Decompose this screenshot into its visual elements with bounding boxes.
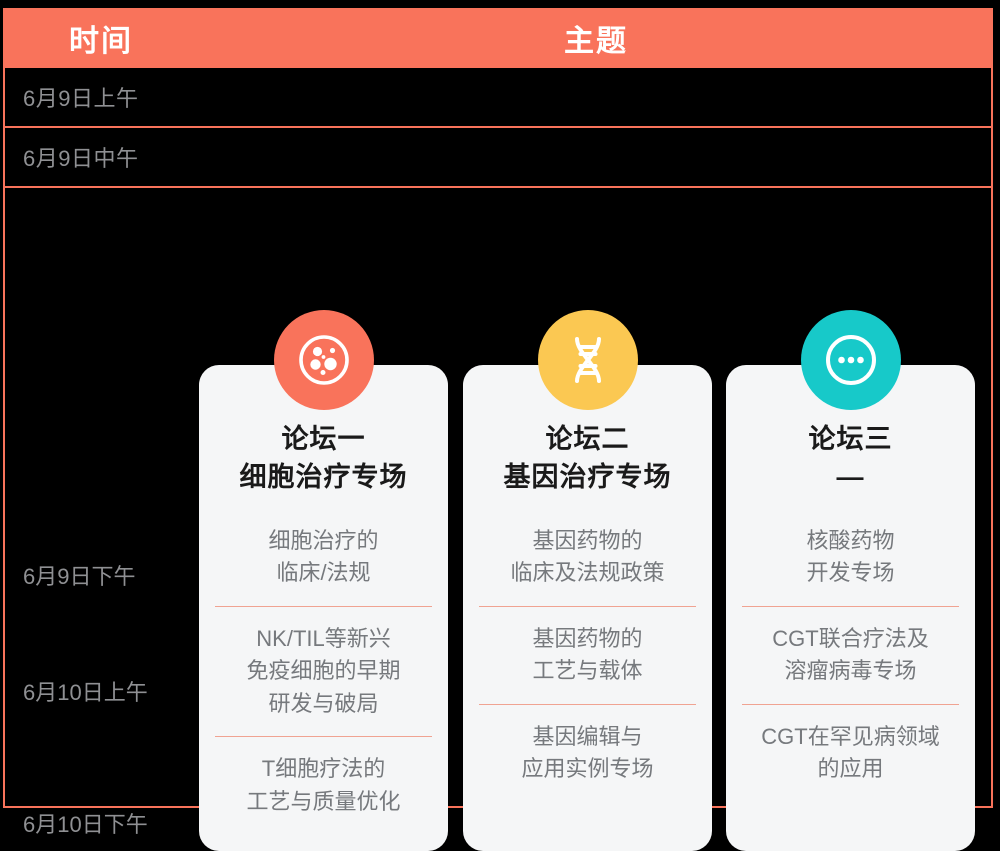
forum-session: NK/TIL等新兴 免疫细胞的早期 研发与破局 (215, 605, 432, 737)
forum-session-list: 细胞治疗的 临床/法规 NK/TIL等新兴 免疫细胞的早期 研发与破局 T细胞疗… (215, 509, 432, 835)
forum-time-labels: 6月9日下午 6月10日上午 6月10日下午 (5, 188, 199, 837)
forum-card-content: 论坛一 细胞治疗专场 细胞治疗的 临床/法规 NK/TIL等新兴 免疫细胞的早期… (199, 365, 448, 851)
forum-title: 论坛二 基因治疗专场 (503, 424, 672, 493)
header-cell-time: 时间 (69, 25, 133, 58)
ellipsis-circle-icon (800, 310, 901, 410)
table-row: 6月9日上午 (5, 68, 991, 128)
forum-title: 论坛三 — (808, 424, 893, 493)
forum-session: 基因药物的 工艺与载体 (479, 605, 696, 704)
table-header: 时间 主题 (3, 8, 993, 68)
table-row: 6月9日中午 (5, 128, 991, 188)
forum-session: T细胞疗法的 工艺与质量优化 (215, 736, 432, 834)
schedule-table: 时间 主题 6月9日上午 6月9日中午 6月9日下午 6月10日上午 6月10日… (3, 8, 993, 851)
forum-card-3[interactable]: 论坛三 — 核酸药物 开发专场 CGT联合疗法及 溶瘤病毒专场 CGT在罕见病领… (726, 310, 975, 851)
schedule-page: 时间 主题 6月9日上午 6月9日中午 6月9日下午 6月10日上午 6月10日… (3, 8, 993, 851)
forum-card-2[interactable]: 论坛二 基因治疗专场 基因药物的 临床及法规政策 基因药物的 工艺与载体 基因编… (463, 310, 712, 851)
forum-session: CGT在罕见病领域 的应用 (742, 703, 959, 802)
table-row-forums: 6月9日下午 6月10日上午 6月10日下午 (5, 188, 991, 851)
forum-cards: 论坛一 细胞治疗专场 细胞治疗的 临床/法规 NK/TIL等新兴 免疫细胞的早期… (199, 188, 991, 851)
row-time-label: 6月9日中午 (23, 146, 139, 171)
forum-session: 核酸药物 开发专场 (806, 527, 895, 586)
row-time-label: 6月9日上午 (23, 86, 139, 111)
forum-session: CGT联合疗法及 溶瘤病毒专场 (742, 605, 959, 704)
row-time-label: 6月10日下午 (23, 812, 148, 837)
petri-dish-icon (273, 310, 374, 410)
forum-card-1[interactable]: 论坛一 细胞治疗专场 细胞治疗的 临床/法规 NK/TIL等新兴 免疫细胞的早期… (199, 310, 448, 851)
table-body: 6月9日上午 6月9日中午 6月9日下午 6月10日上午 6月10日下午 (3, 68, 993, 851)
row-time-label: 6月10日上午 (23, 680, 148, 705)
forum-session: 细胞治疗的 临床/法规 (268, 527, 379, 586)
row-time-label: 6月9日下午 (23, 564, 136, 589)
forum-card-content: 论坛二 基因治疗专场 基因药物的 临床及法规政策 基因药物的 工艺与载体 基因编… (463, 365, 712, 851)
forum-session-list: 基因药物的 临床及法规政策 基因药物的 工艺与载体 基因编辑与 应用实例专场 (479, 509, 696, 802)
forum-session: 基因药物的 临床及法规政策 (510, 527, 665, 586)
header-cell-topic: 主题 (564, 25, 628, 58)
forum-title: 论坛一 细胞治疗专场 (239, 424, 408, 493)
forum-card-content: 论坛三 — 核酸药物 开发专场 CGT联合疗法及 溶瘤病毒专场 CGT在罕见病领… (726, 365, 975, 851)
forum-session: 基因编辑与 应用实例专场 (479, 703, 696, 802)
dna-helix-icon (537, 310, 638, 410)
forum-session-list: 核酸药物 开发专场 CGT联合疗法及 溶瘤病毒专场 CGT在罕见病领域 的应用 (742, 509, 959, 802)
